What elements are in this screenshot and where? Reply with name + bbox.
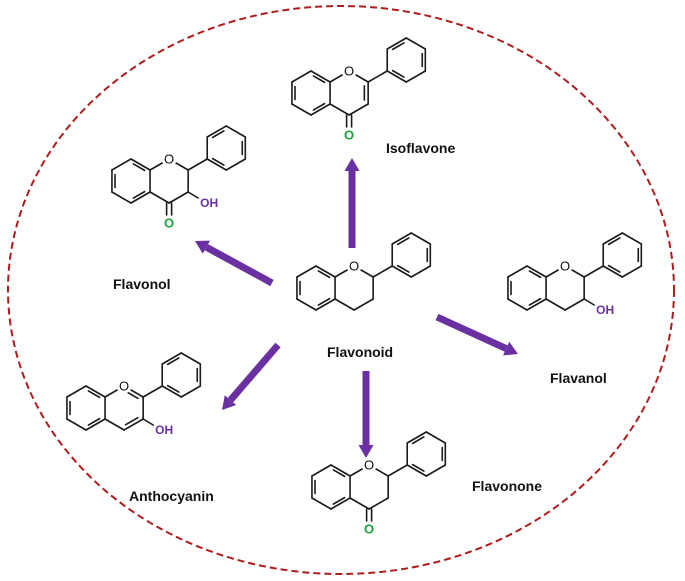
- molecule-flavonone: OO: [311, 431, 447, 537]
- ring-oxygen: O: [164, 152, 174, 167]
- hydroxyl-group: OH: [155, 423, 173, 437]
- label-flavonoid: Flavonoid: [327, 344, 393, 360]
- molecule-flavanol: OH O: [507, 232, 643, 318]
- label-flavanol: Flavanol: [550, 370, 607, 386]
- molecule-flavonol: O OH O: [111, 125, 247, 231]
- arrow-to-flavonone: [358, 371, 374, 458]
- carbonyl-oxygen: O: [364, 522, 374, 537]
- ring-oxygen: O: [344, 64, 354, 79]
- ring-oxygen: O: [560, 259, 570, 274]
- ring-oxygen: O: [119, 379, 129, 394]
- carbonyl-oxygen: O: [164, 216, 174, 231]
- ring-oxygen: O: [349, 259, 359, 274]
- hydroxyl-group: OH: [596, 303, 614, 317]
- label-flavonone: Flavonone: [472, 478, 542, 494]
- arrow-to-isoflavone: [344, 158, 360, 248]
- molecule-isoflavone: OO: [291, 37, 427, 143]
- dashed-boundary-ellipse: [7, 5, 675, 575]
- arrow-to-flavanol: [435, 313, 518, 356]
- label-isoflavone: Isoflavone: [386, 140, 455, 156]
- hydroxyl-group: OH: [200, 196, 218, 210]
- label-flavonol: Flavonol: [113, 276, 171, 292]
- ring-oxygen: O: [364, 458, 374, 473]
- molecule-flavonoid: O: [296, 232, 432, 311]
- arrow-to-flavonol: [195, 240, 274, 287]
- carbonyl-oxygen: O: [344, 128, 354, 143]
- molecule-anthocyanin: OH O: [66, 352, 202, 438]
- label-anthocyanin: Anthocyanin: [129, 488, 214, 504]
- arrow-to-anthocyanin: [222, 342, 281, 410]
